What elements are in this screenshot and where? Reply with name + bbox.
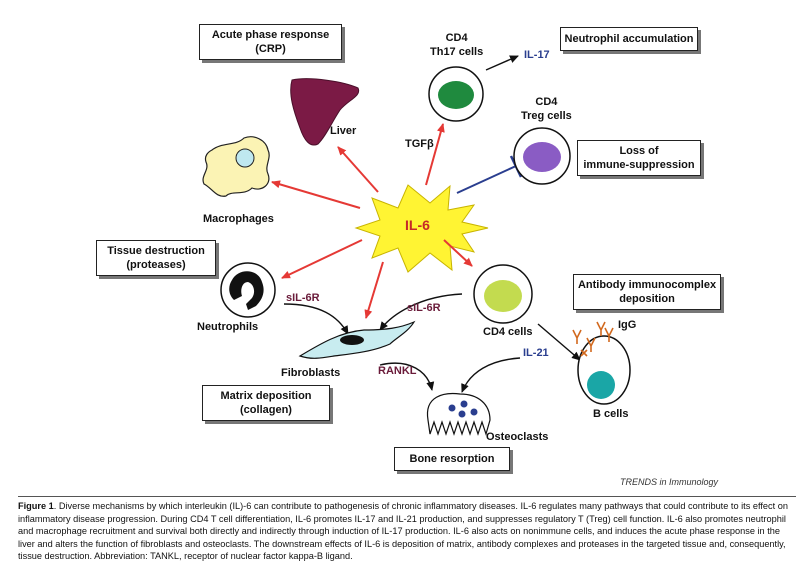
label-fibroblasts: Fibroblasts [281,367,341,379]
arrow-cd4-osteoclast [461,357,521,393]
box-acute-phase: Acute phase response (CRP) [199,24,342,60]
label-th17: CD4 Th17 cells [430,31,483,59]
box-antibody-line2: deposition [619,293,675,305]
arrow-to-cd4 [443,239,473,267]
arrow-cd4-fibroblast [379,293,463,331]
box-antibody-line1: Antibody immunocomplex [577,279,717,291]
label-cd4: CD4 cells [483,326,533,338]
box-neutrophil-accumulation-line1: Neutrophil accumulation [564,33,694,45]
label-treg-line1: CD4 [535,96,558,108]
figure-caption: Figure 1. Diverse mechanisms by which in… [18,500,798,563]
macrophage-nucleus [235,148,255,168]
arrow-to-macrophages [271,180,361,209]
inhibit-treg [456,165,517,194]
label-liver: Liver [330,125,357,137]
osteoclast-nucleus-4 [470,408,478,416]
caption-divider [18,496,796,497]
il6-star [354,184,489,273]
label-il17: IL-17 [524,49,550,61]
box-antibody: Antibody immunocomplex deposition [573,274,721,310]
box-loss-immune: Loss of immune-suppression [577,140,701,176]
il6-diagram [202,55,631,437]
box-loss-immune-line1: Loss of [619,145,659,157]
cd4-nucleus [484,280,522,312]
label-rankl: RANKL [378,365,417,377]
box-neutrophil-accumulation: Neutrophil accumulation [560,27,698,51]
label-treg: CD4 Treg cells [521,95,572,123]
treg-nucleus [523,142,561,172]
arrow-to-neutrophils [281,239,363,279]
label-th17-line1: CD4 [445,32,468,44]
arrow-cd4-bcell [537,323,581,361]
arrow-th17-il17 [485,55,519,71]
arrow-neutrophil-fibroblast [283,303,349,335]
label-bcells: B cells [593,408,629,420]
osteoclast-nucleus-3 [458,410,466,418]
box-matrix-line1: Matrix deposition [220,390,312,402]
label-th17-line2: Th17 cells [430,46,484,58]
osteoclast-nucleus-1 [448,404,456,412]
neutrophil-nucleus [229,271,264,310]
box-matrix: Matrix deposition (collagen) [202,385,330,421]
bcell-nucleus [587,371,615,399]
box-tissue-destruction-line1: Tissue destruction [107,245,205,257]
label-osteoclasts: Osteoclasts [486,431,549,443]
box-tissue-destruction: Tissue destruction (proteases) [96,240,216,276]
source-label: TRENDS in Immunology [620,477,719,487]
macrophage-icon [202,136,270,197]
box-bone-line1: Bone resorption [409,453,495,465]
arrow-to-fibroblasts [364,261,384,319]
box-loss-immune-line2: immune-suppression [583,159,695,171]
label-sil6r-left: sIL-6R [286,292,320,304]
osteoclast-nucleus-2 [460,400,468,408]
label-il21: IL-21 [523,347,549,359]
il6-label: IL-6 [405,217,430,233]
igg-icon [572,321,614,357]
box-bone: Bone resorption [394,447,510,471]
box-acute-phase-line1: Acute phase response [211,29,330,41]
label-treg-line2: Treg cells [521,110,572,122]
liver-icon [290,78,360,146]
box-matrix-line2: (collagen) [240,404,292,416]
caption-label: Figure 1 [18,501,54,511]
fibroblast-nucleus [340,335,364,345]
th17-nucleus [438,81,474,109]
arrow-to-liver [337,146,379,193]
label-macrophages: Macrophages [203,213,274,225]
arrow-fibroblast-osteoclast [379,362,435,391]
label-neutrophils: Neutrophils [197,321,259,333]
box-acute-phase-line2: (CRP) [255,43,286,55]
arrow-to-th17 [425,123,445,186]
caption-text: . Diverse mechanisms by which interleuki… [18,501,788,562]
label-igg: IgG [618,319,637,331]
label-tgfb: TGFβ [405,138,434,150]
label-sil6r-right: sIL-6R [407,302,441,314]
box-tissue-destruction-line2: (proteases) [126,259,186,271]
